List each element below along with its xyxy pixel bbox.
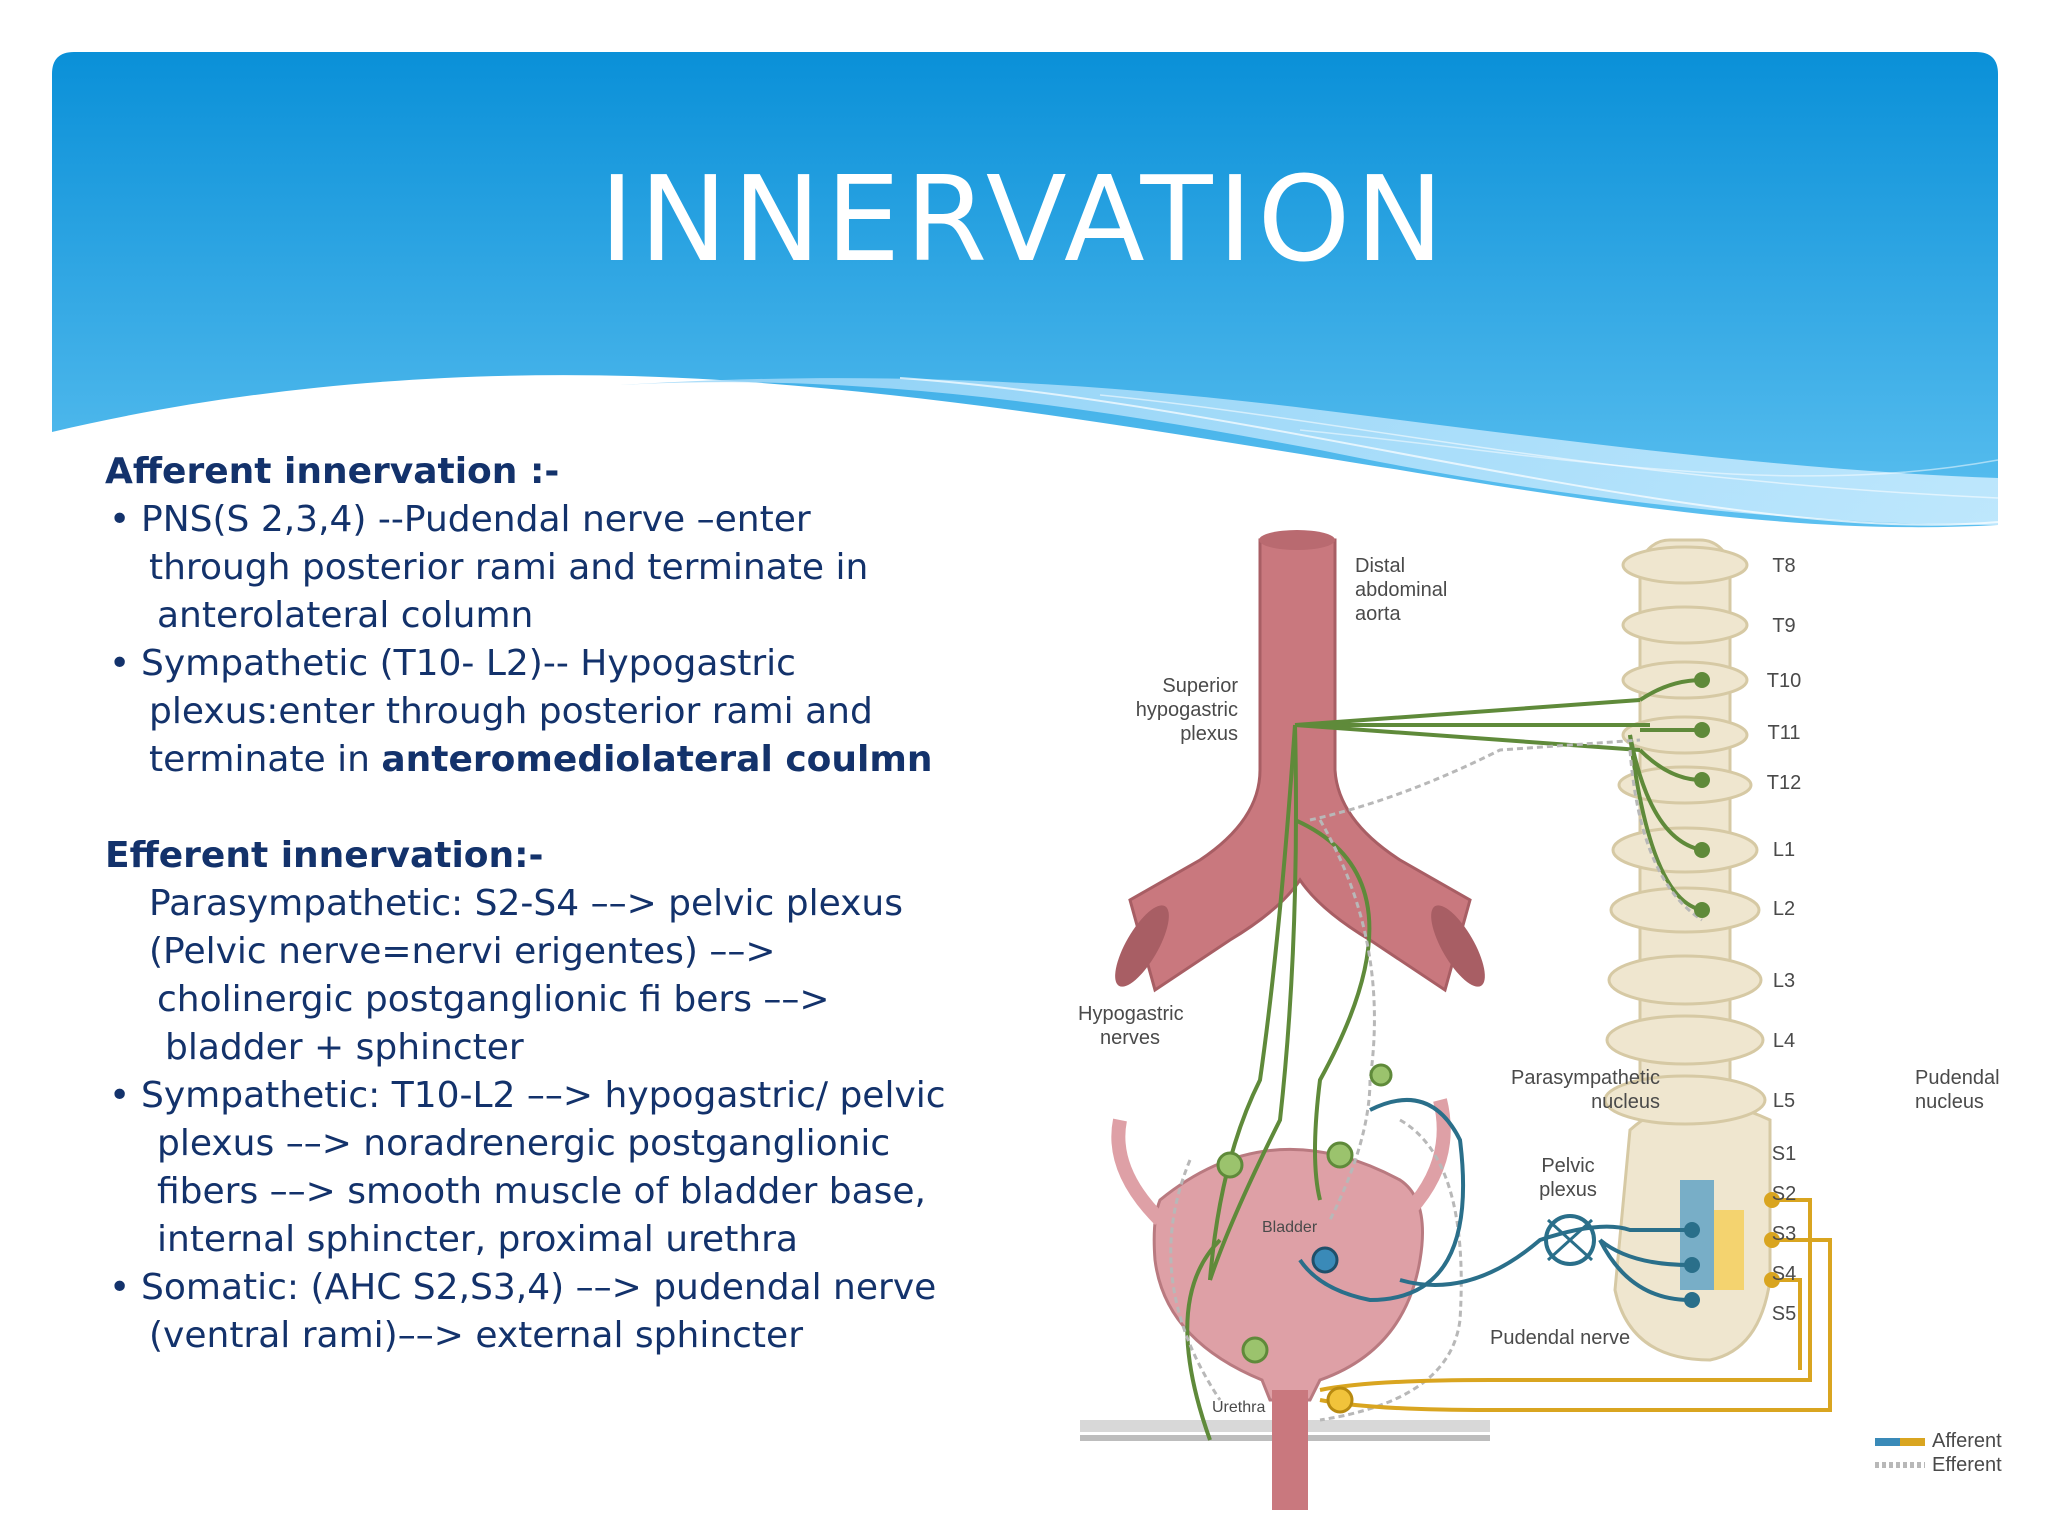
vertebra-label: S1 [1772,1143,1796,1165]
efferent-parasympathetic-cont: cholinergic postganglionic fi bers ––> [157,979,830,1020]
header-wave-banner [52,52,1999,528]
vertebra-label: T11 [1768,722,1801,744]
legend: Afferent Efferent [1875,1430,2002,1476]
vertebra-label: T10 [1767,670,1801,692]
afferent-bullet-sympathetic-cont: plexus:enter through posterior rami and [149,691,873,732]
vertebra-label: T9 [1772,615,1795,637]
efferent-bullet-sympathetic-cont: plexus ––> noradrenergic postganglionic [157,1123,891,1164]
iliac-end-left [1115,905,1169,987]
sympathetic-nerves [1185,678,1703,1441]
label-parasympathetic: Parasympathetic [1511,1067,1660,1089]
efferent-parasympathetic: Parasympathetic: S2-S4 ––> pelvic plexus [149,883,903,924]
efferent-bullet-sympathetic: Sympathetic: T10-L2 ––> hypogastric/ pel… [105,1072,1005,1120]
slide-title: INNERVATION [599,150,1449,288]
ureter-left [1111,1118,1165,1225]
label-pelvic-plexus: plexus [1539,1179,1597,1201]
afferent-bullet-pns-cont: anterolateral column [157,595,534,636]
afferent-dotted-nerves [1169,738,1703,1422]
label-superior: Superior [1162,675,1238,697]
bladder-shape [1152,1147,1424,1402]
parasympathetic-nerves [1298,1098,1691,1303]
label-aorta: aorta [1355,603,1401,625]
label-abdominal: abdominal [1355,579,1447,601]
label-hypogastric: hypogastric [1136,699,1238,721]
label-pudendal: Pudendal [1915,1067,2000,1089]
bold-term: anteromediolateral coulmn [381,739,933,780]
label-urethra: Urethra [1212,1399,1265,1416]
vertebra-label: T12 [1767,772,1801,794]
efferent-parasympathetic-cont: bladder + sphincter [165,1027,524,1068]
aorta-top [1259,530,1335,550]
afferent-bullet-sympathetic: Sympathetic (T10- L2)-- Hypogastric [105,640,1005,688]
efferent-bullet-sympathetic-cont: internal sphincter, proximal urethra [157,1219,798,1260]
vertebra-label: L5 [1773,1090,1795,1112]
label-plexus: plexus [1180,723,1238,745]
afferent-bullet-pns-cont: through posterior rami and terminate in [149,547,869,588]
label-hypogastric-nerves-2: nerves [1100,1027,1160,1049]
neuron-cells [1216,672,1780,1414]
label-pudendal-nucleus: nucleus [1915,1091,1984,1113]
pudendal-nucleus-column [1714,1210,1744,1290]
vertebra-label: S4 [1772,1263,1796,1285]
ureter-right [1404,1098,1451,1215]
legend-afferent-swatch-2 [1900,1438,1925,1446]
vertebra-label: S2 [1772,1183,1796,1205]
vertebra-labels: T8 T9 T10 T11 T12 L1 L2 L3 L4 L5 S1 S2 S… [1767,555,1801,1325]
label-pudendal-nerve: Pudendal nerve [1490,1327,1630,1349]
efferent-parasympathetic-cont: (Pelvic nerve=nervi erigentes) ––> [149,931,776,972]
vertebra-label: L1 [1773,839,1795,861]
urethra-tube [1272,1390,1308,1510]
efferent-bullet-sympathetic-cont: fibers ––> smooth muscle of bladder base… [157,1171,926,1212]
afferent-bullet-pns: PNS(S 2,3,4) --Pudendal nerve –enter [105,496,1005,544]
iliac-end-right [1431,905,1485,987]
efferent-bullet-somatic: Somatic: (AHC S2,S3,4) ––> pudendal nerv… [105,1264,1005,1312]
vertebra-label: S3 [1772,1223,1796,1245]
content-text: Afferent innervation :- PNS(S 2,3,4) --P… [105,448,1005,1360]
pelvic-plexus-node [1544,1214,1596,1266]
vertebra-label: L3 [1773,970,1795,992]
vertebra-label: T8 [1772,555,1795,577]
afferent-bullet-sympathetic-cont: terminate in anteromediolateral coulmn [105,736,1005,784]
label-nucleus: nucleus [1591,1091,1660,1113]
innervation-diagram: T8 T9 T10 T11 T12 L1 L2 L3 L4 L5 S1 S2 S… [1078,530,2002,1510]
vertebra-label: S5 [1772,1303,1796,1325]
plain-text: terminate in [149,739,382,780]
diagram-annotations: Distal abdominal aorta Superior hypogast… [1078,555,2000,1416]
label-pelvic: Pelvic [1541,1155,1594,1177]
afferent-heading: Afferent innervation :- [105,451,560,492]
legend-afferent-label: Afferent [1932,1430,2002,1452]
label-hypogastric-nerves-1: Hypogastric [1078,1003,1184,1025]
legend-efferent-label: Efferent [1932,1454,2002,1476]
efferent-bullet-somatic-cont: (ventral rami)––> external sphincter [149,1315,803,1356]
label-bladder: Bladder [1262,1219,1318,1236]
vertebra-label: L2 [1773,898,1795,920]
aorta-shape [1128,538,1472,993]
vertebra-label: L4 [1773,1030,1795,1052]
label-distal: Distal [1355,555,1405,577]
efferent-heading: Efferent innervation:- [105,835,544,876]
